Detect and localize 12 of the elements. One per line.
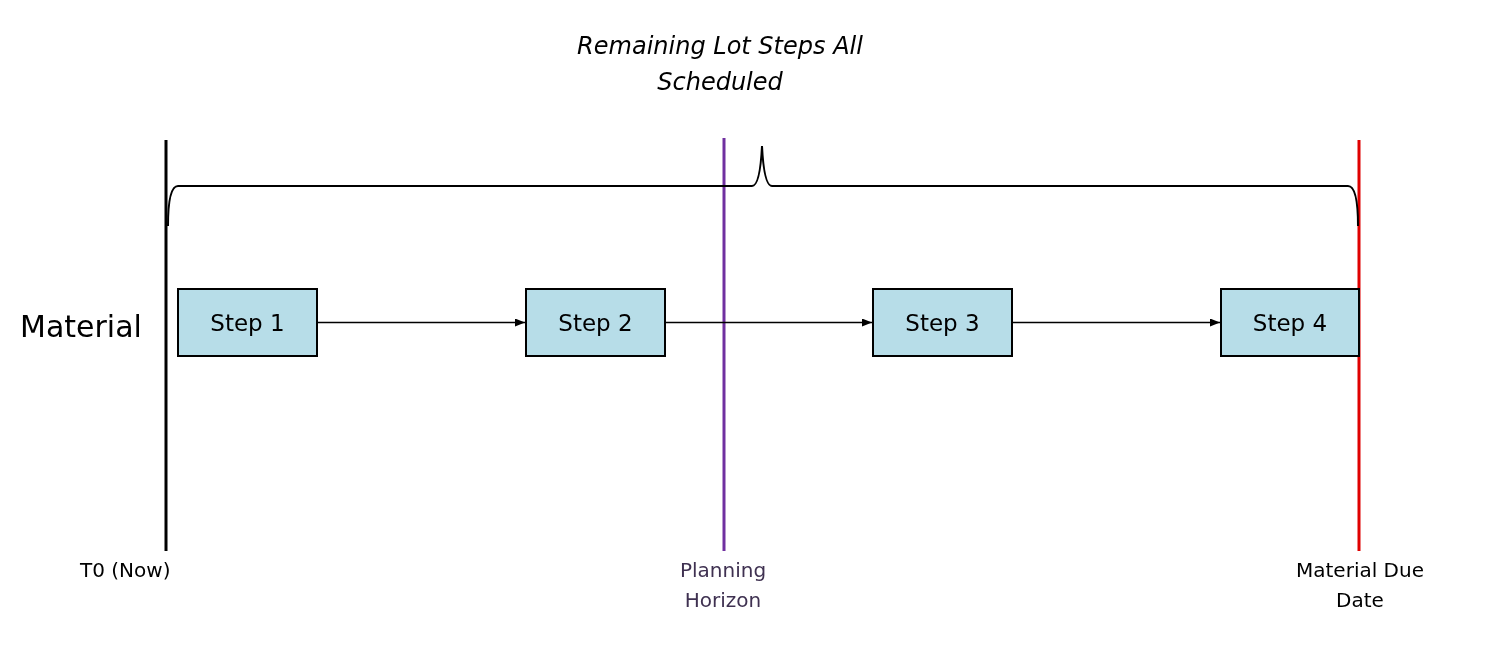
- step-box: Step 1: [177, 288, 318, 357]
- step-box: Step 4: [1220, 288, 1360, 357]
- arrow: [1012, 318, 1221, 327]
- timeline-label: Material Due Date: [1295, 557, 1425, 614]
- step-box: Step 3: [872, 288, 1013, 357]
- timeline-label: Planning Horizon: [678, 557, 768, 614]
- arrow: [665, 318, 873, 327]
- timeline-label: T0 (Now): [80, 557, 172, 584]
- row-label: Material: [20, 308, 143, 346]
- arrow: [317, 318, 526, 327]
- brace-label: Remaining Lot Steps All Scheduled: [576, 31, 864, 98]
- step-box: Step 2: [525, 288, 666, 357]
